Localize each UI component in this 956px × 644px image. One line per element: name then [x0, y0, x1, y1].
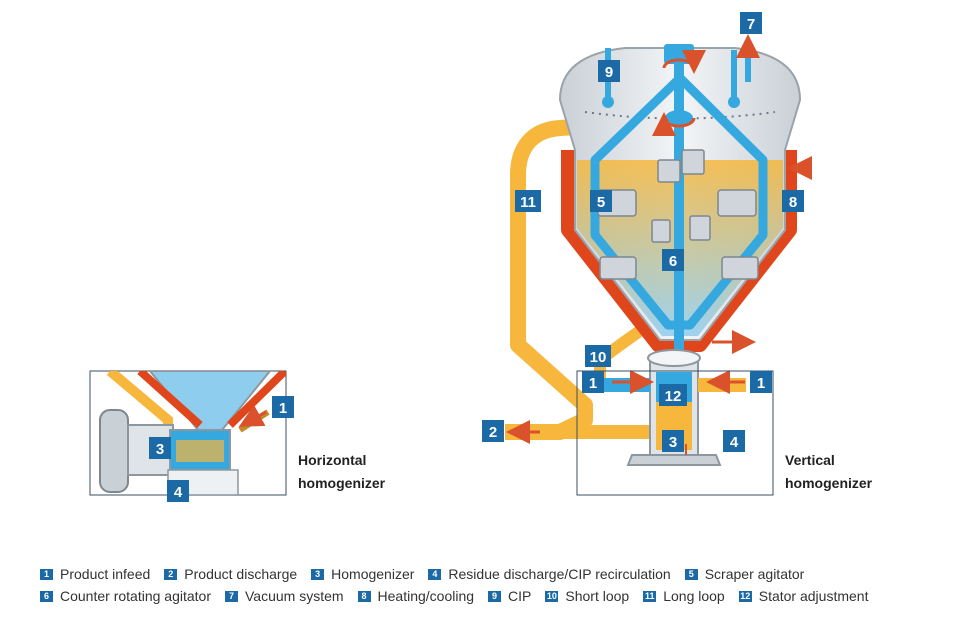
counter-blade: [689, 215, 711, 241]
counter-blade: [657, 159, 681, 183]
vertical-detail-frame: [576, 370, 774, 496]
tag-1-left: 1: [582, 371, 604, 393]
horizontal-infeed-arrow-icon: [238, 404, 267, 427]
svg-text:11: 11: [520, 194, 536, 211]
cip-nozzle-icon: [602, 96, 614, 108]
cip-pipe: [731, 50, 737, 98]
horizontal-label-line-2: homogenizer: [298, 475, 386, 491]
infeed-pipe-right: [698, 378, 746, 392]
svg-text:6: 6: [669, 253, 677, 270]
vessel-rim: [584, 111, 776, 120]
tag-2: 2: [482, 420, 504, 442]
process-diagram: Vertical homogenizer Horizontal homogeni…: [89, 12, 873, 502]
infeed-pipe-left: [598, 378, 650, 392]
svg-text:3: 3: [156, 441, 164, 458]
counter-blade: [651, 219, 671, 243]
tag-4-vertical: 4: [723, 430, 745, 452]
svg-text:1: 1: [279, 400, 287, 417]
vertical-label-line-1: Vertical: [785, 452, 835, 468]
svg-text:10: 10: [590, 349, 607, 366]
svg-text:7: 7: [747, 16, 755, 33]
rotation-arrow-icon: [662, 49, 706, 74]
svg-text:2: 2: [489, 424, 497, 441]
tag-8: 8: [782, 190, 804, 212]
scraper-blade: [721, 256, 759, 280]
tag-4-horizontal: 4: [167, 480, 189, 502]
svg-text:5: 5: [597, 194, 605, 211]
number-tags: 7 9 8 11 5 6 10 1 1 12 3 4 2 1 3 4: [149, 12, 804, 502]
counter-blade: [681, 149, 705, 175]
horizontal-homogenizer: Horizontal homogenizer: [89, 370, 386, 496]
svg-text:12: 12: [665, 388, 682, 405]
tag-9: 9: [598, 60, 620, 82]
agitator-shaft: [674, 52, 684, 352]
tag-11: 11: [515, 190, 541, 212]
vacuum-pipe: [745, 52, 751, 82]
svg-text:9: 9: [605, 64, 613, 81]
tag-3-horizontal: 3: [149, 437, 171, 459]
tag-6: 6: [662, 249, 684, 271]
svg-text:1: 1: [589, 375, 597, 392]
tag-1-horizontal: 1: [272, 396, 294, 418]
tag-3-vertical: 3: [662, 430, 684, 452]
svg-text:3: 3: [669, 434, 677, 451]
svg-text:4: 4: [730, 434, 739, 451]
cip-nozzle-icon: [728, 96, 740, 108]
homogenizer-base: [626, 454, 722, 466]
tag-5: 5: [590, 190, 612, 212]
scraper-blade: [717, 189, 757, 217]
tag-7: 7: [740, 12, 762, 34]
motor-flange: [99, 409, 129, 493]
homogenizer-top: [647, 349, 701, 367]
tag-10: 10: [585, 345, 611, 367]
vertical-homogenizer: Vertical homogenizer: [505, 34, 873, 496]
svg-text:8: 8: [789, 194, 797, 211]
rotation-arrow-icon: [652, 112, 696, 137]
jacket-left: [137, 371, 203, 428]
horizontal-label-line-1: Horizontal: [298, 452, 366, 468]
vertical-label-line-2: homogenizer: [785, 475, 873, 491]
svg-text:4: 4: [174, 484, 183, 501]
tag-1-right: 1: [750, 371, 772, 393]
svg-text:1: 1: [757, 375, 765, 392]
horizontal-chamber: [176, 440, 224, 462]
tag-12: 12: [659, 384, 687, 406]
scraper-blade: [599, 256, 637, 280]
